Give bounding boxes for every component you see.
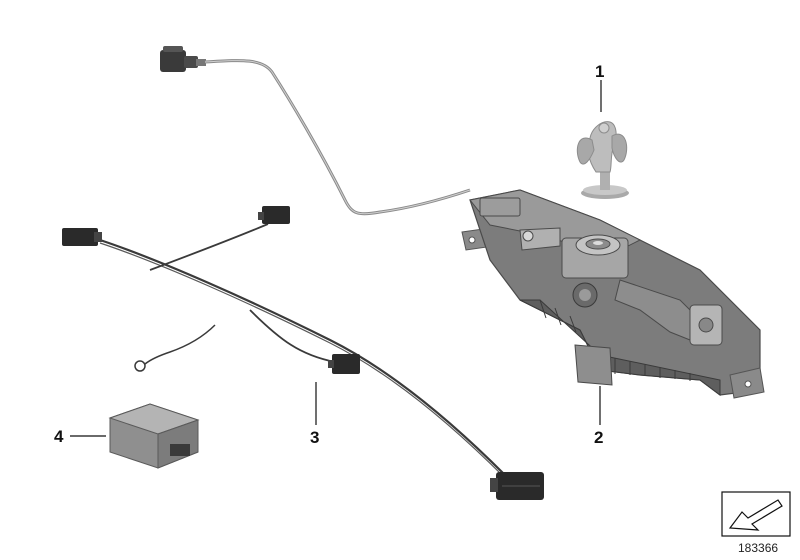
orientation-symbol xyxy=(721,491,791,537)
control-module xyxy=(108,403,200,469)
retraction-mechanism xyxy=(461,189,765,399)
diagram-reference-number: 183366 xyxy=(738,541,778,555)
emblem-figurine xyxy=(576,121,629,199)
harness-connector-left xyxy=(62,228,102,246)
sensor-plug xyxy=(160,46,206,72)
callout-3: 3 xyxy=(310,428,319,447)
harness-connector-mid xyxy=(328,354,360,374)
harness-connector-top xyxy=(258,206,290,224)
callout-1: 1 xyxy=(595,62,604,81)
callout-2: 2 xyxy=(594,428,603,447)
sensor-cable xyxy=(160,46,471,216)
ground-ring-terminal xyxy=(134,360,146,372)
wiring-harness xyxy=(62,206,544,500)
arrow-icon xyxy=(728,499,783,531)
harness-connector-bottom xyxy=(490,472,544,500)
callout-4: 4 xyxy=(54,427,64,446)
module-connector-port xyxy=(170,444,190,456)
